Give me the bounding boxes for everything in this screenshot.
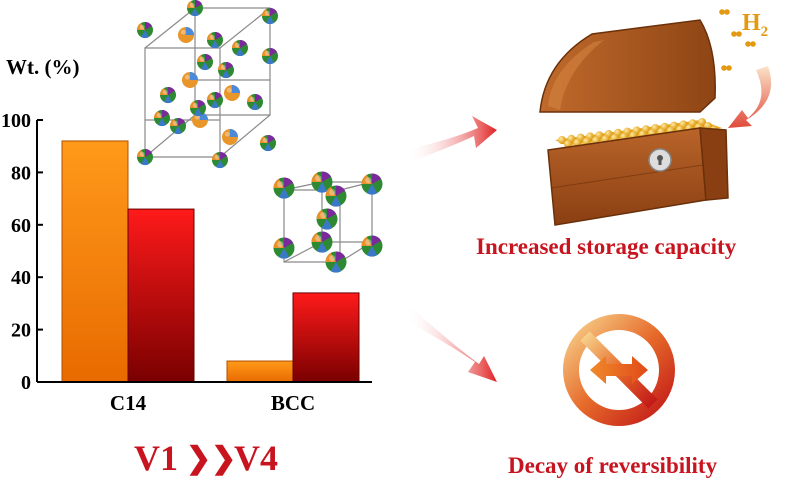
h-atom (745, 41, 751, 47)
bar-c14-v1 (61, 140, 129, 383)
atom-icon (273, 177, 295, 199)
legend-from: V1 (134, 438, 178, 478)
h-atom (724, 9, 730, 15)
series-legend: V1 ❯❯ V4 (134, 438, 278, 478)
bar-chart: 0 20 40 60 80 100 C14 BCC Wt. (%) (1, 55, 372, 415)
atom-icon (153, 109, 170, 127)
no-entry-icon (563, 314, 675, 426)
h-atom (736, 31, 742, 37)
atom-icon (196, 53, 213, 71)
atom-icon (217, 61, 234, 79)
atom-icon (311, 171, 333, 193)
h-atom (750, 41, 756, 47)
atom-icon (178, 27, 194, 43)
y-tick-label: 0 (21, 372, 31, 394)
atom-icon (136, 148, 153, 166)
bars (61, 140, 360, 383)
x-ticks: C14 BCC (110, 391, 315, 415)
arrow-to-storage (405, 116, 497, 162)
c14-crystal-lattice (136, 0, 278, 169)
atom-icon (186, 0, 203, 17)
arrow-to-reversibility (405, 308, 497, 382)
atom-icon (246, 93, 263, 111)
h-atom (731, 31, 737, 37)
y-tick-label: 60 (11, 215, 31, 237)
atom-icon (361, 235, 383, 257)
curved-arrow-icon (728, 66, 772, 128)
x-tick-label: BCC (271, 391, 315, 415)
bar-bcc-v1 (226, 360, 294, 383)
h-atom (726, 65, 732, 71)
atom-icon (182, 72, 198, 88)
atom-icon (222, 129, 238, 145)
double-arrow-icon (590, 356, 648, 384)
atom-icon (206, 91, 223, 109)
atom-icon (261, 47, 278, 65)
atom-icon (159, 86, 176, 104)
y-tick-label: 80 (11, 162, 31, 184)
atom-icon (211, 151, 228, 169)
atom-icon (261, 7, 278, 25)
atom-icon (206, 31, 223, 49)
atom-icon (189, 99, 206, 117)
reversibility-label: Decay of reversibility (508, 453, 718, 478)
atom-icon (325, 185, 347, 207)
hydrogen-molecules: H2 (719, 9, 768, 71)
atom-icon (224, 85, 240, 101)
y-axis-label: Wt. (%) (6, 55, 79, 79)
atom-icon (259, 134, 276, 152)
x-tick-label: C14 (110, 391, 147, 415)
h2-label: H2 (742, 10, 768, 40)
legend-to: V4 (234, 438, 278, 478)
atom-icon (311, 231, 333, 253)
legend-separator: ❯❯ (186, 442, 236, 476)
y-tick-label: 100 (1, 110, 31, 132)
h-atom (721, 65, 727, 71)
y-tick-label: 40 (11, 267, 31, 289)
atom-icon (273, 237, 295, 259)
atom-icon (136, 21, 153, 39)
atom-icon (231, 39, 248, 57)
bcc-crystal-lattice (273, 171, 383, 273)
bar-bcc-v4 (292, 292, 360, 383)
y-ticks: 0 20 40 60 80 100 (1, 110, 43, 394)
atom-icon (325, 251, 347, 273)
treasure-chest-icon (539, 19, 729, 226)
atom-icon (169, 117, 186, 135)
bar-c14-v4 (127, 208, 195, 383)
atom-icon (361, 173, 383, 195)
y-tick-label: 20 (11, 320, 31, 342)
storage-capacity-label: Increased storage capacity (476, 234, 737, 259)
atom-icon (316, 208, 338, 230)
h-atom (719, 9, 725, 15)
